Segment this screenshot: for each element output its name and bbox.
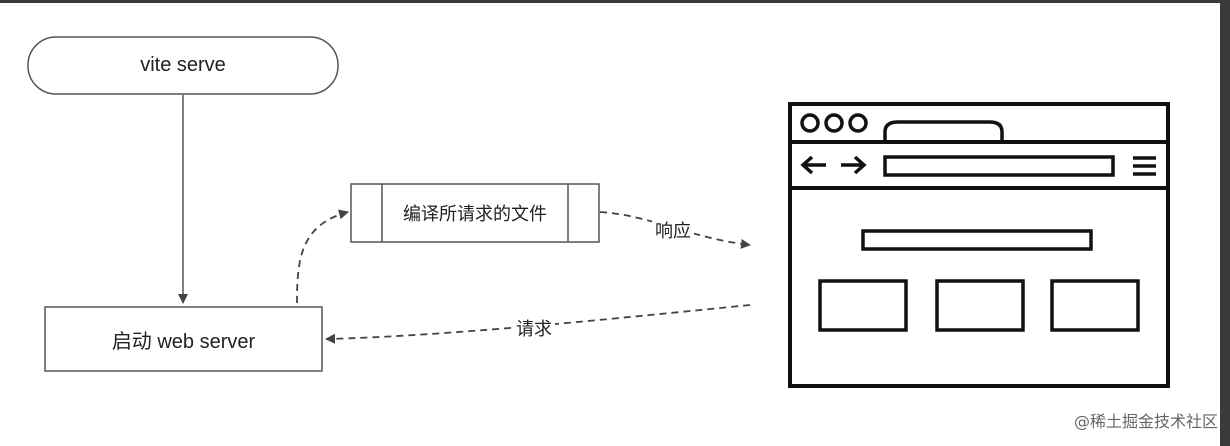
start-server-label: 启动 web server bbox=[111, 330, 256, 353]
vite-serve-label: vite serve bbox=[140, 54, 226, 76]
content-block-icon bbox=[1050, 279, 1140, 332]
browser-tab-icon bbox=[883, 120, 1004, 142]
vite-serve-node bbox=[27, 36, 339, 95]
window-dot-icon bbox=[848, 113, 868, 133]
request-label: 请求 bbox=[513, 318, 555, 340]
content-block-icon bbox=[935, 279, 1025, 332]
content-block-icon bbox=[818, 279, 908, 332]
compile-node bbox=[350, 183, 600, 243]
back-arrow-icon bbox=[800, 155, 826, 175]
address-bar-icon bbox=[883, 155, 1115, 177]
window-dot-icon bbox=[800, 113, 820, 133]
arrow-request bbox=[325, 304, 751, 344]
response-label: 响应 bbox=[652, 220, 694, 242]
content-bar-icon bbox=[861, 229, 1093, 251]
browser-window-illustration bbox=[788, 102, 1170, 388]
start-server-node bbox=[44, 306, 323, 372]
menu-icon bbox=[1133, 156, 1156, 176]
watermark: @稀土掘金技术社区 bbox=[1073, 412, 1218, 431]
window-dot-icon bbox=[824, 113, 844, 133]
arrow-compile bbox=[296, 209, 349, 304]
forward-arrow-icon bbox=[841, 155, 867, 175]
compile-label: 编译所请求的文件 bbox=[403, 204, 547, 224]
